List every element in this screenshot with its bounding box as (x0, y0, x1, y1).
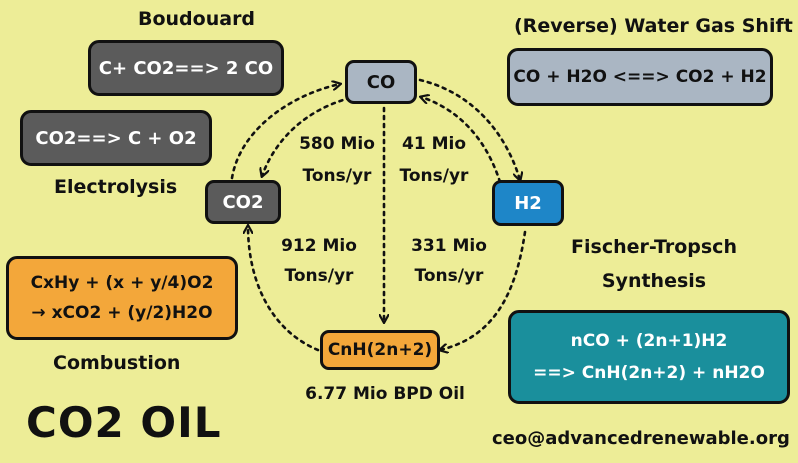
wgs-title: (Reverse) Water Gas Shift (514, 15, 793, 37)
boudouard-equation-box: C+ CO2==> 2 CO (88, 40, 284, 96)
combustion-line2: → xCO2 + (y/2)H2O (31, 303, 213, 323)
fischer-line1: nCO + (2n+1)H2 (570, 331, 728, 351)
node-co2: CO2 (205, 180, 281, 224)
flow-912-unit: Tons/yr (284, 266, 354, 286)
node-co-label: CO (366, 71, 396, 93)
flow-331-unit: Tons/yr (414, 266, 484, 286)
electrolysis-equation-box: CO2==> C + O2 (20, 110, 212, 166)
combustion-title: Combustion (53, 352, 181, 374)
arrow-cnh-to-co2 (248, 226, 320, 352)
node-cnh-label: CnH(2n+2) (327, 340, 433, 360)
flow-41-value: 41 Mio (402, 134, 466, 154)
node-co2-label: CO2 (222, 191, 264, 213)
node-co: CO (345, 60, 417, 104)
combustion-line1: CxHy + (x + y/4)O2 (30, 273, 214, 293)
arrow-co-to-co2-inner (262, 96, 352, 176)
arrow-h2-to-cnh (440, 230, 527, 350)
flow-331-value: 331 Mio (411, 236, 487, 256)
oil-output: 6.77 Mio BPD Oil (305, 384, 465, 404)
wgs-equation: CO + H2O <==> CO2 + H2 (513, 67, 767, 87)
electrolysis-title: Electrolysis (54, 176, 178, 198)
flow-41-unit: Tons/yr (399, 166, 469, 186)
flow-912-value: 912 Mio (281, 236, 357, 256)
contact-email[interactable]: ceo@advancedrenewable.org (492, 428, 790, 449)
flow-580-value: 580 Mio (299, 134, 375, 154)
node-h2-label: H2 (514, 192, 542, 214)
fischer-title-line2: Synthesis (601, 270, 707, 292)
fischer-line2: ==> CnH(2n+2) + nH2O (533, 363, 765, 383)
combustion-equation-box: CxHy + (x + y/4)O2 → xCO2 + (y/2)H2O (6, 256, 238, 340)
flow-580-unit: Tons/yr (302, 166, 372, 186)
fischer-equation-box: nCO + (2n+1)H2 ==> CnH(2n+2) + nH2O (508, 310, 790, 404)
boudouard-equation: C+ CO2==> 2 CO (98, 57, 274, 79)
arrow-co2-to-co-outer (230, 84, 340, 180)
node-cnh: CnH(2n+2) (320, 330, 440, 370)
wgs-equation-box: CO + H2O <==> CO2 + H2 (507, 48, 773, 106)
arrow-h2-to-co-inner (421, 97, 502, 184)
electrolysis-equation: CO2==> C + O2 (35, 127, 197, 149)
brand-title: CO2 OIL (26, 398, 222, 447)
arrow-co-to-h2-outer (418, 78, 520, 180)
node-h2: H2 (492, 180, 564, 226)
fischer-title-line1: Fischer-Tropsch (571, 236, 737, 258)
boudouard-title: Boudouard (138, 8, 256, 30)
